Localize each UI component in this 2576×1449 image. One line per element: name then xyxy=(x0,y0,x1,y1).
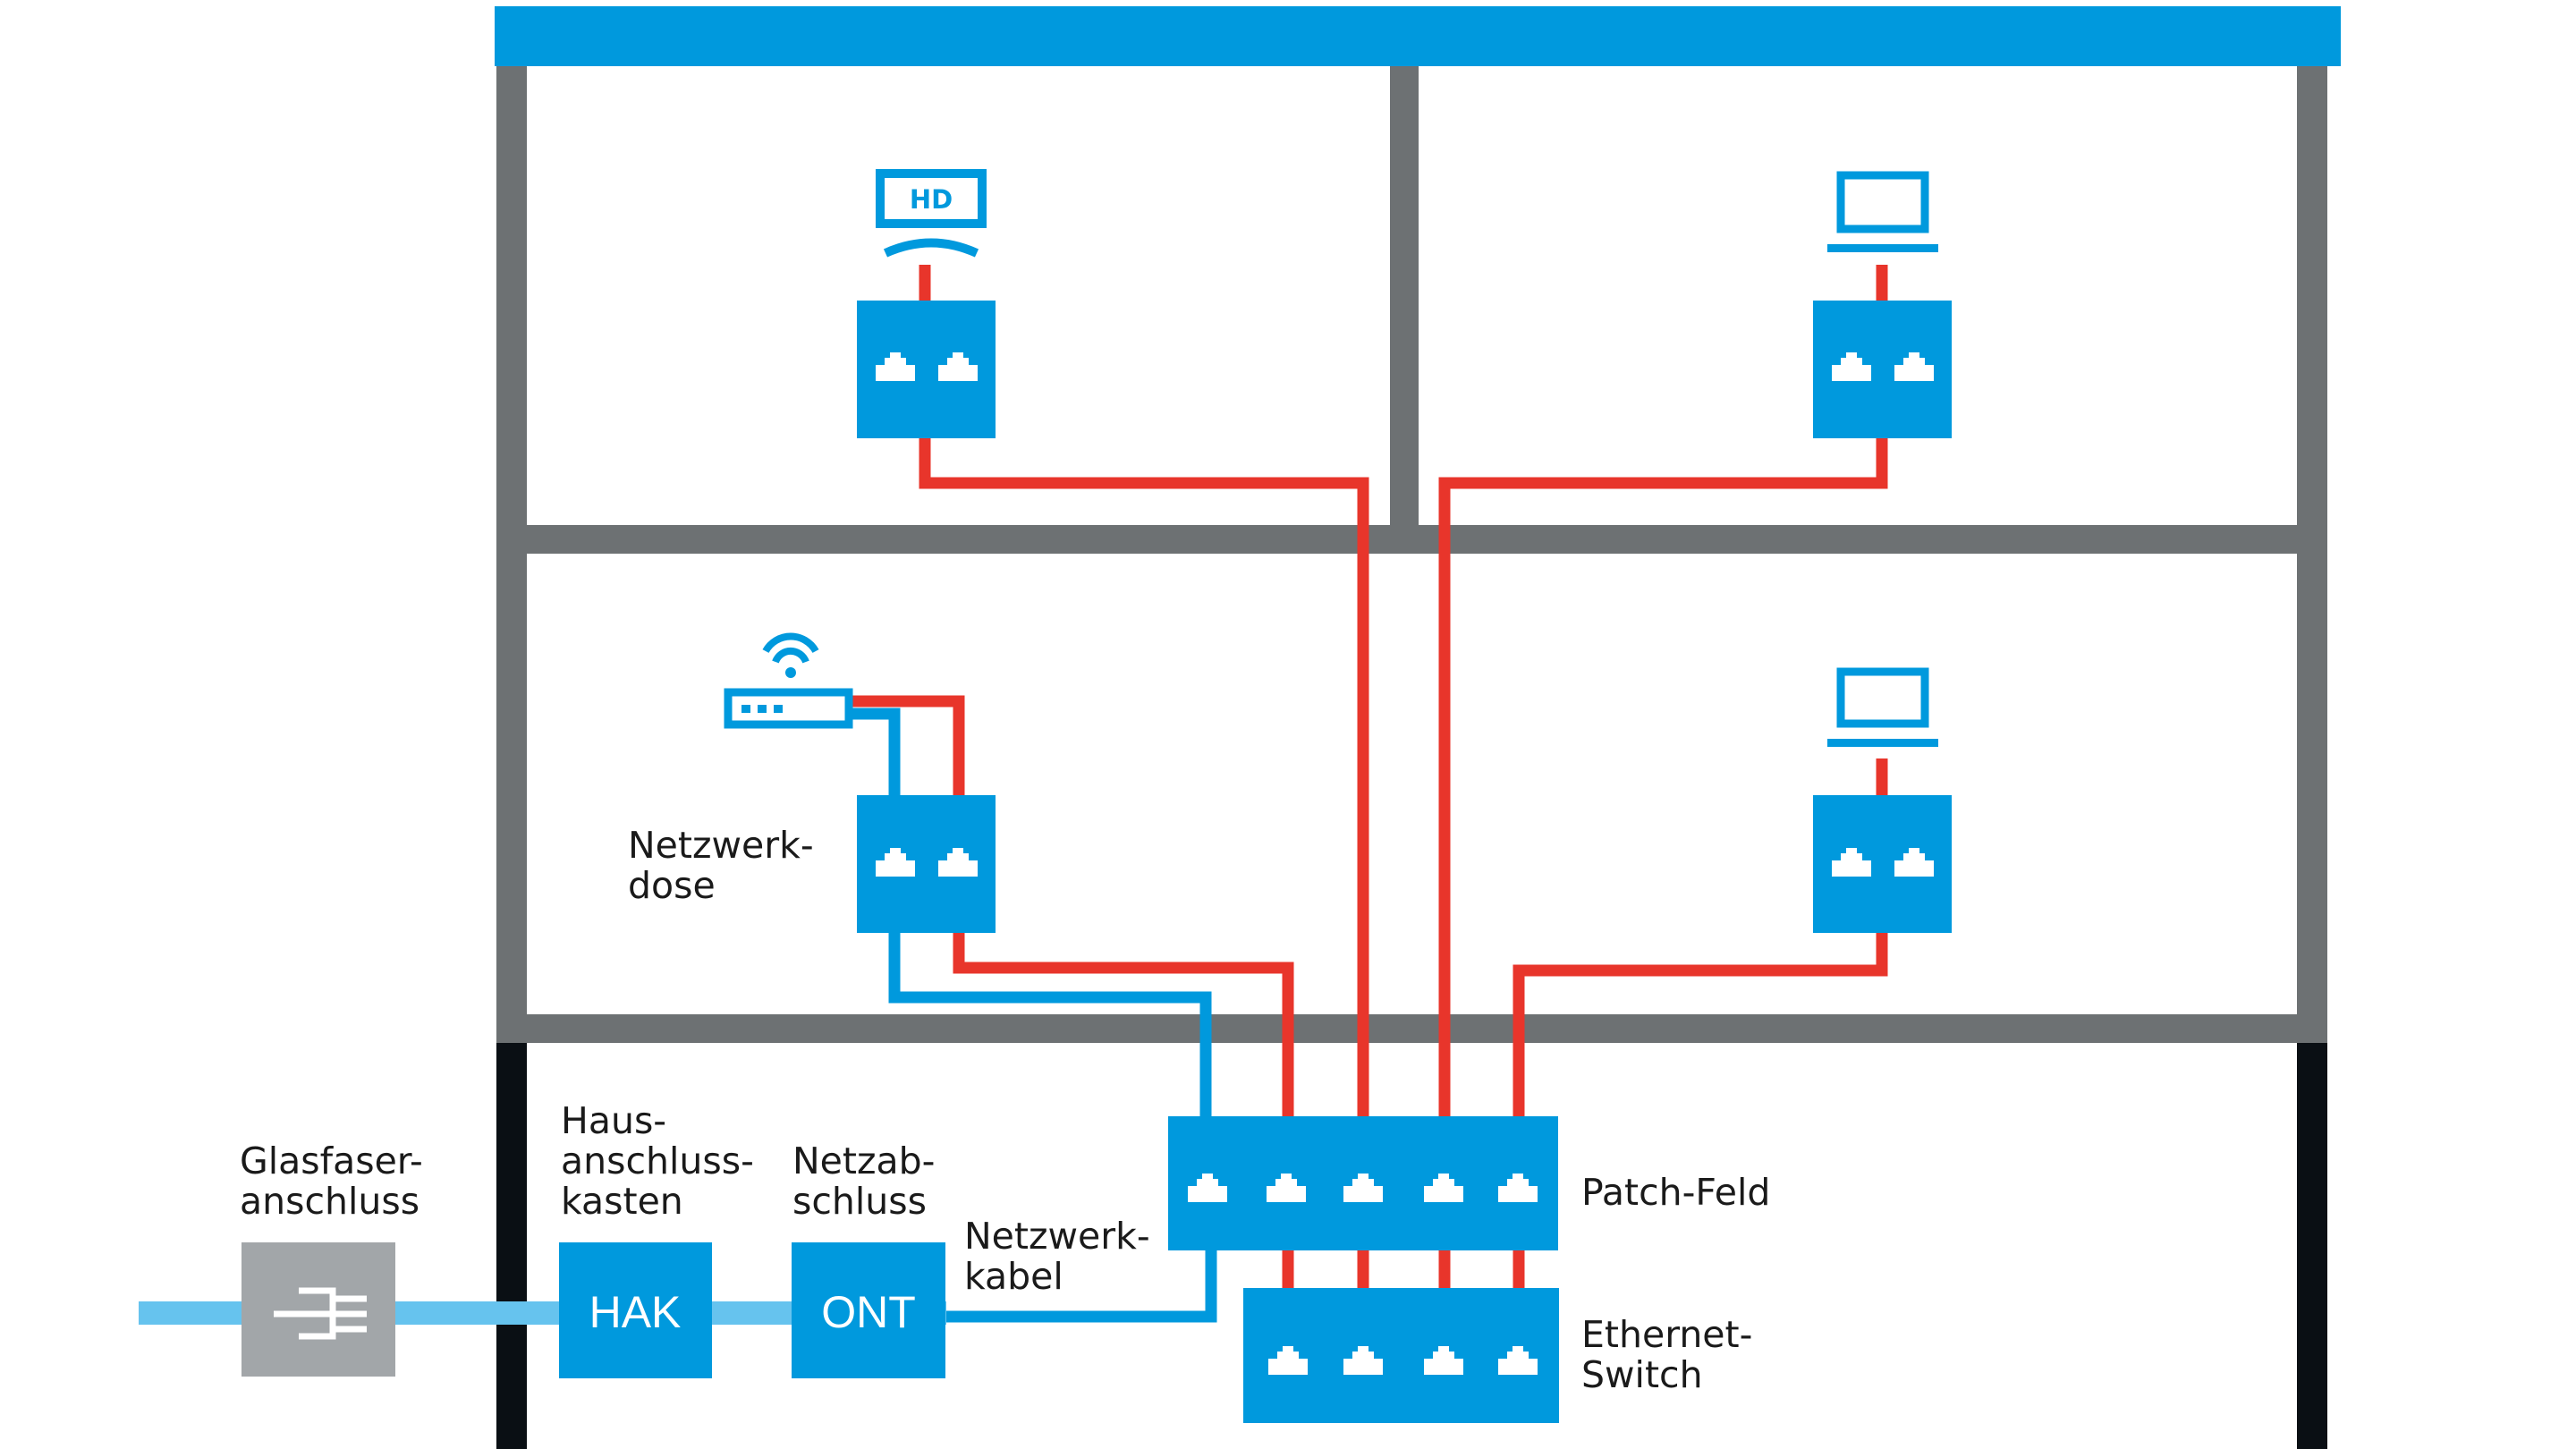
fiber-plug-icon xyxy=(274,1287,367,1340)
roof xyxy=(495,6,2341,66)
patchfeld-label: Patch-Feld xyxy=(1581,1171,1770,1214)
router-red-cable xyxy=(850,695,965,798)
netzwerkkabel-label-line1: Netzwerk- xyxy=(964,1215,1150,1258)
outlet-blue-cable xyxy=(888,930,1212,1118)
hak-label-line2: anschluss- xyxy=(561,1140,754,1182)
netzwerkkabel-label-line2: kabel xyxy=(964,1255,1063,1298)
fiber-connection-box xyxy=(242,1242,395,1377)
floor-lower xyxy=(496,1014,2327,1043)
ont-uplink-cable xyxy=(946,1243,1217,1323)
hak-box: HAK xyxy=(559,1242,712,1378)
hd-tv-icon: HD xyxy=(876,169,987,258)
netzwerkdose-label-line1: Netzwerk- xyxy=(628,824,814,867)
ont-label-line1: Netzab- xyxy=(792,1140,935,1182)
labels: Glasfaser- anschluss Haus- anschluss- ka… xyxy=(240,824,1770,1396)
wall-outlet-tv xyxy=(857,301,996,438)
laptop-icon xyxy=(1827,667,1938,747)
ont-label-line2: schluss xyxy=(792,1180,927,1223)
wall-outlet-laptop-mid xyxy=(1813,795,1952,933)
wifi-router-icon xyxy=(724,632,853,729)
router-blue-cable xyxy=(850,708,901,798)
laptop-mid-red-cable xyxy=(1513,930,1888,1118)
ont-box: ONT xyxy=(792,1242,945,1378)
laptop-top-red-cable xyxy=(1438,436,1888,1118)
wall-right-basement xyxy=(2297,1039,2327,1449)
wall-outlet-laptop-top xyxy=(1813,301,1952,438)
wall-left-basement xyxy=(496,1039,527,1449)
hak-label-line3: kasten xyxy=(561,1180,683,1223)
wall-outlet-router xyxy=(857,795,996,933)
hak-label-line1: Haus- xyxy=(561,1099,666,1142)
switch-label-line1: Ethernet- xyxy=(1581,1313,1752,1356)
outlet-red-cable xyxy=(953,930,1294,1118)
glasfaser-label-line1: Glasfaser- xyxy=(240,1140,423,1182)
ont-box-label: ONT xyxy=(821,1287,916,1337)
netzwerkdose-label-line2: dose xyxy=(628,864,716,907)
switch-label-line2: Switch xyxy=(1581,1353,1703,1396)
house-structure xyxy=(495,6,2341,1449)
interior-wall-top xyxy=(1390,66,1419,554)
hak-box-label: HAK xyxy=(589,1287,682,1337)
glasfaser-label-line2: anschluss xyxy=(240,1180,419,1223)
tv-hd-text: HD xyxy=(910,184,953,215)
patch-panel xyxy=(1168,1116,1558,1250)
laptop-icon xyxy=(1827,171,1938,252)
ethernet-switch xyxy=(1243,1288,1559,1423)
tv-red-cable xyxy=(919,436,1369,1118)
